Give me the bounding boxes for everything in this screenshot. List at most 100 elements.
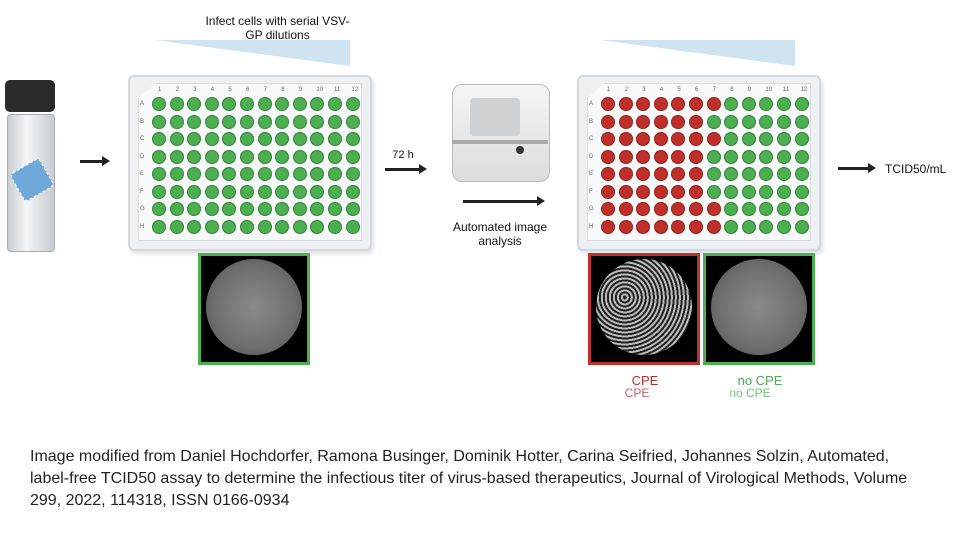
well-cpe xyxy=(601,167,615,181)
well-no-cpe xyxy=(777,97,791,111)
well-no-cpe xyxy=(152,202,166,216)
well-cpe xyxy=(636,97,651,111)
well-no-cpe xyxy=(240,202,254,216)
well-cpe xyxy=(636,114,651,129)
well-no-cpe xyxy=(292,132,307,146)
well-cpe xyxy=(618,202,633,216)
well-no-cpe xyxy=(328,97,342,111)
well-no-cpe xyxy=(169,97,184,111)
well-cpe xyxy=(671,202,686,216)
well-no-cpe xyxy=(777,219,791,234)
well-no-cpe xyxy=(152,132,166,146)
incubation-label: 72 h xyxy=(392,149,414,161)
well-cpe xyxy=(671,132,686,146)
well-no-cpe xyxy=(741,167,756,181)
well-cpe xyxy=(689,114,703,129)
column-label: 6 xyxy=(246,87,250,93)
row-label: H xyxy=(589,223,594,230)
well-no-cpe xyxy=(222,202,237,216)
well-no-cpe xyxy=(310,114,325,129)
row-label: C xyxy=(589,136,594,142)
citation: Image modified from Daniel Hochdorfer, R… xyxy=(30,448,908,509)
cpe-label-reflection: CPE xyxy=(624,386,650,400)
well-cpe xyxy=(601,97,615,111)
well-no-cpe xyxy=(777,149,791,164)
well-cpe xyxy=(618,132,633,146)
cpe-label: CPE xyxy=(631,373,659,388)
well-no-cpe xyxy=(794,132,809,146)
well-no-cpe xyxy=(240,97,254,111)
well-cpe xyxy=(636,149,651,164)
well-no-cpe xyxy=(257,167,272,181)
arrow-icon xyxy=(838,163,876,173)
well-no-cpe xyxy=(328,202,342,216)
arrow-icon xyxy=(80,156,110,166)
well-no-cpe xyxy=(275,97,290,111)
well-no-cpe xyxy=(152,149,166,164)
well-no-cpe xyxy=(152,167,166,181)
well-no-cpe xyxy=(275,132,290,146)
well-cpe xyxy=(653,114,668,129)
well-no-cpe xyxy=(204,132,219,146)
well-no-cpe xyxy=(187,149,202,164)
well-no-cpe xyxy=(759,167,774,181)
well-no-cpe xyxy=(328,219,342,234)
virus-vial-icon xyxy=(5,80,55,252)
column-label: 10 xyxy=(765,87,773,93)
well-no-cpe xyxy=(794,97,809,111)
imaging-instrument-icon xyxy=(448,80,552,184)
well-no-cpe xyxy=(240,114,254,129)
well-no-cpe xyxy=(204,114,219,129)
output-label: TCID50/mL xyxy=(885,162,947,176)
well-cpe xyxy=(636,219,651,234)
well-cpe xyxy=(671,97,686,111)
well-no-cpe xyxy=(345,167,360,181)
well-no-cpe xyxy=(345,97,360,111)
well-no-cpe xyxy=(275,184,290,199)
column-label: 4 xyxy=(659,87,664,93)
well-no-cpe xyxy=(204,219,219,234)
well-no-cpe xyxy=(240,132,254,146)
well-cpe xyxy=(601,114,615,129)
column-label: 1 xyxy=(158,87,162,93)
well-no-cpe xyxy=(169,202,184,216)
well-cpe xyxy=(618,149,633,164)
well-no-cpe xyxy=(759,202,774,216)
analysis-label: Automated image analysis xyxy=(452,220,548,248)
column-label: 9 xyxy=(298,87,303,93)
well-no-cpe xyxy=(794,202,809,216)
well-no-cpe xyxy=(741,132,756,146)
column-label: 2 xyxy=(624,87,628,93)
well-no-cpe xyxy=(794,219,809,234)
well-no-cpe xyxy=(257,184,272,199)
well-no-cpe xyxy=(724,114,739,129)
row-label: E xyxy=(140,171,145,177)
well-cpe xyxy=(671,114,686,129)
well-no-cpe xyxy=(777,132,791,146)
column-label: 8 xyxy=(281,87,285,93)
well-cpe xyxy=(671,219,686,234)
well-no-cpe xyxy=(222,97,237,111)
well-no-cpe xyxy=(310,149,325,164)
well-no-cpe xyxy=(794,149,809,164)
micrograph-cpe xyxy=(588,253,700,365)
well-no-cpe xyxy=(328,114,342,129)
well-no-cpe xyxy=(275,167,290,181)
well-no-cpe xyxy=(204,149,219,164)
well-cpe xyxy=(601,219,615,234)
well-no-cpe xyxy=(204,184,219,199)
well-no-cpe xyxy=(777,202,791,216)
well-no-cpe xyxy=(724,219,739,234)
well-no-cpe xyxy=(724,132,739,146)
well-no-cpe xyxy=(759,149,774,164)
well-no-cpe xyxy=(169,167,184,181)
well-no-cpe xyxy=(345,149,360,164)
arrow-icon xyxy=(463,196,545,206)
well-no-cpe xyxy=(152,219,166,234)
well-no-cpe xyxy=(169,149,184,164)
well-no-cpe xyxy=(310,219,325,234)
well-no-cpe xyxy=(240,184,254,199)
